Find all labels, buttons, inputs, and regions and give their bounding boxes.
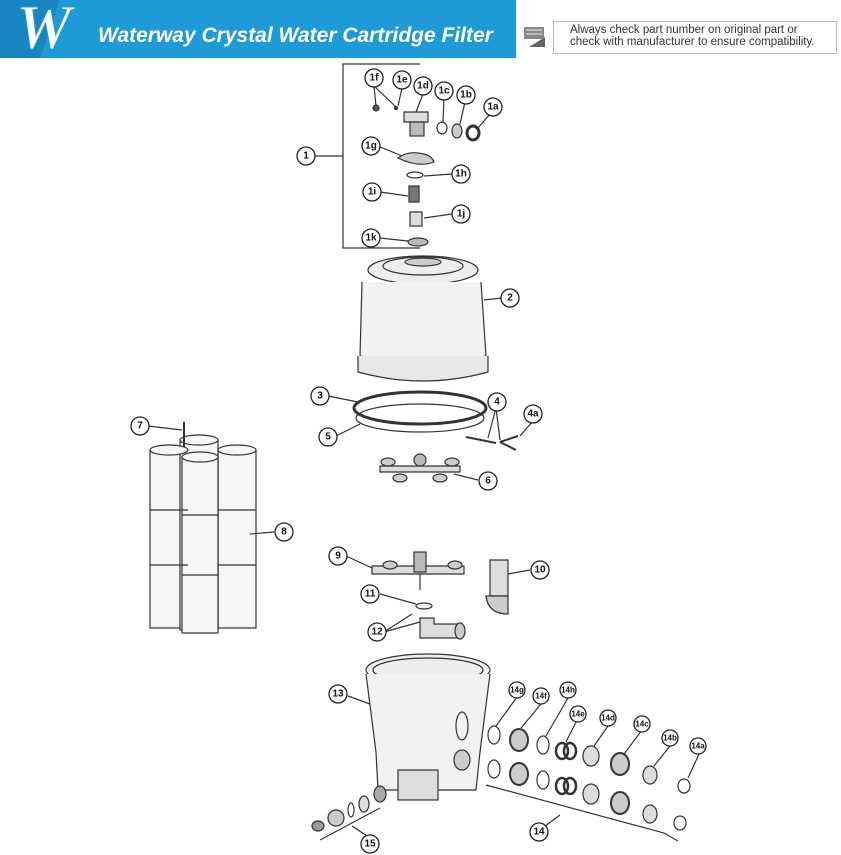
page-title: Waterway Crystal Water Cartridge Filter (98, 24, 493, 47)
callout-1d: 1d (417, 81, 429, 92)
callout-1: 1 (303, 151, 309, 162)
bottom-manifold (371, 551, 465, 590)
callout-4a: 4a (527, 409, 539, 420)
union-parts (485, 725, 691, 842)
callout-1b: 1b (460, 90, 472, 101)
callout-14e: 14e (571, 710, 585, 719)
callout-10: 10 (534, 565, 546, 576)
callout-1a: 1a (487, 102, 499, 113)
note-line-1: Always check part number on original par… (570, 24, 798, 36)
callout-14h: 14h (561, 686, 575, 695)
compatibility-note: Always check part number on original par… (553, 21, 837, 54)
callout-3: 3 (317, 391, 323, 402)
callout-6: 6 (485, 476, 491, 487)
callout-1j: 1j (457, 209, 466, 220)
callout-1c: 1c (438, 86, 450, 97)
callout-1e: 1e (396, 75, 408, 86)
cartridges (149, 422, 257, 634)
air-relief (485, 559, 509, 615)
note-line-2: check with manufacturer to ensure compat… (570, 36, 815, 48)
callout-1k: 1k (365, 233, 377, 244)
callout-14: 14 (533, 827, 545, 838)
filter-tank (365, 653, 491, 801)
o-ring (355, 403, 485, 433)
outlet-elbow (419, 617, 466, 640)
callout-13: 13 (332, 689, 344, 700)
callout-14c: 14c (635, 720, 649, 729)
callout-1f: 1f (370, 73, 380, 84)
callout-1i: 1i (368, 187, 377, 198)
logo-letter: W (16, 0, 75, 58)
callout-15: 15 (364, 839, 376, 850)
callout-14f: 14f (535, 692, 547, 701)
drain-parts (311, 785, 387, 841)
callout-11: 11 (365, 589, 376, 600)
header-banner: W (0, 0, 516, 58)
callout-12: 12 (371, 627, 383, 638)
callout-2: 2 (507, 293, 513, 304)
callout-14g: 14g (510, 686, 524, 695)
callout-7: 7 (137, 421, 143, 432)
callout-14a: 14a (691, 742, 705, 751)
top-manifold (379, 453, 461, 483)
callout-14d: 14d (601, 714, 615, 723)
callout-9: 9 (335, 551, 341, 562)
callout-14b: 14b (663, 734, 677, 743)
callout-8: 8 (281, 527, 287, 538)
callout-1h: 1h (455, 169, 467, 180)
clamp-ring (352, 390, 488, 426)
callout-4: 4 (494, 397, 500, 408)
parts-icon (524, 27, 545, 47)
callout-1g: 1g (365, 141, 377, 152)
callout-5: 5 (325, 432, 331, 443)
filter-lid (357, 255, 489, 382)
